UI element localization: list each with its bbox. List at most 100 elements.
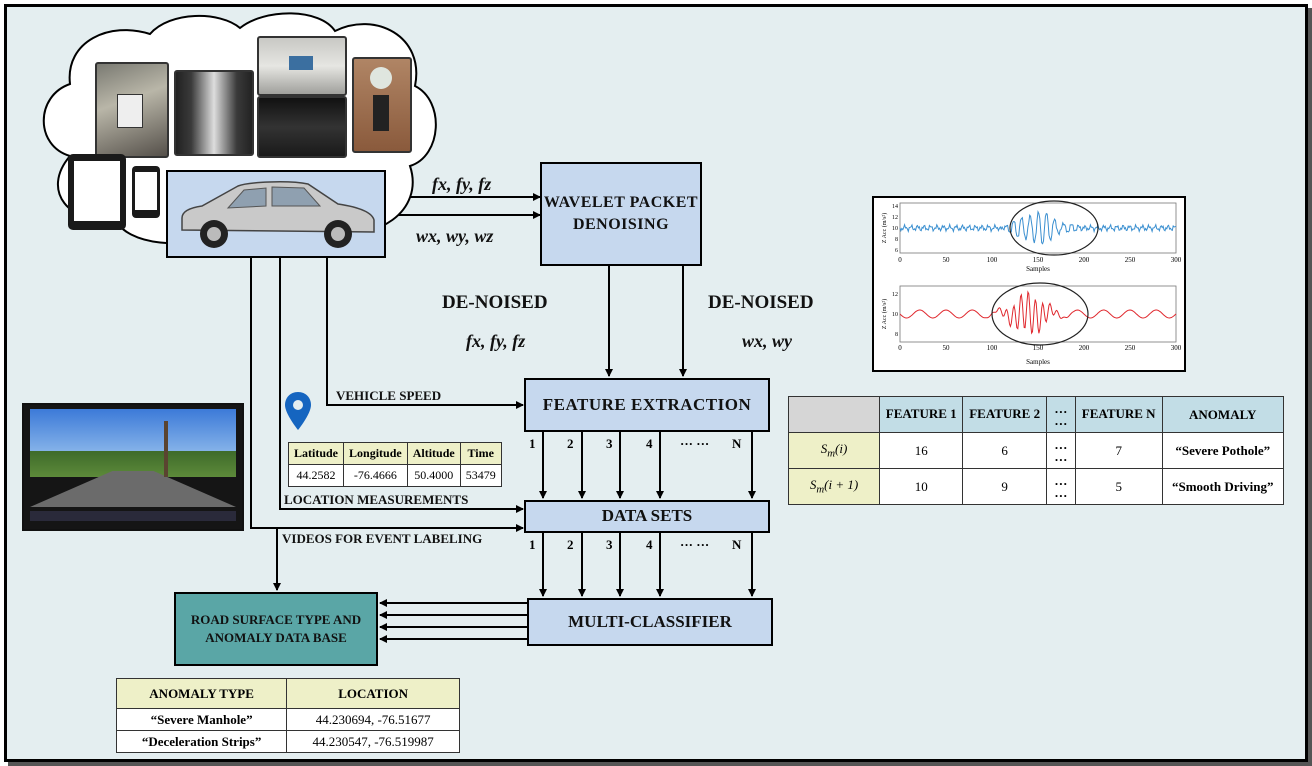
x-tick-label: 50: [943, 256, 951, 264]
y-tick-label: 10: [892, 226, 898, 232]
feature-cell: … …: [1045, 468, 1076, 505]
denoised-signal-line: [899, 290, 1177, 335]
feature-cell: … …: [1045, 432, 1076, 469]
gps-pin-icon: [285, 392, 311, 430]
y-tick-label: 8: [895, 237, 898, 243]
label-denoised-right-vars: wx, wy: [742, 331, 793, 351]
y-axis-label: Z Acc (m/s²): [881, 299, 888, 329]
x-tick-label: 150: [1033, 344, 1044, 352]
vehicle-box: [166, 170, 386, 258]
smartphone-icon: [132, 166, 160, 218]
label-location: LOCATION MEASUREMENTS: [284, 492, 469, 507]
channel-label: 2: [567, 436, 574, 451]
channel-label: ··· ···: [680, 537, 710, 552]
label-videos: VIDEOS FOR EVENT LABELING: [282, 531, 483, 546]
gps-cell: 53479: [459, 464, 502, 487]
anomaly-ellipse: [991, 282, 1089, 346]
feature-header: [788, 396, 880, 433]
channel-label: N: [732, 537, 742, 552]
anomaly-type-cell: “Severe Manhole”: [115, 708, 288, 731]
gps-table: Latitude Longitude Altitude Time 44.2582…: [287, 442, 502, 487]
label-forces: fx, fy, fz: [432, 174, 492, 194]
x-tick-label: 150: [1033, 256, 1044, 264]
table-row: Sm(i) 16 6 … … 7 “Severe Pothole”: [788, 432, 1284, 469]
gps-header: Latitude: [287, 442, 345, 465]
y-tick-label: 10: [892, 312, 898, 318]
label-denoised-left-vars: fx, fy, fz: [466, 331, 526, 351]
x-axis-label: Samples: [1026, 358, 1050, 366]
channel-label: 1: [529, 537, 536, 552]
anomaly-type-cell: “Deceleration Strips”: [115, 730, 288, 753]
x-tick-label: 100: [987, 344, 998, 352]
y-tick-label: 12: [892, 215, 898, 221]
channel-label: 1: [529, 436, 536, 451]
tablet-icon: [68, 154, 126, 230]
feature-cell: 7: [1074, 432, 1163, 469]
gps-header: Time: [459, 442, 502, 465]
feature-header: FEATURE 2: [962, 396, 1047, 433]
wavelet-denoising-node: WAVELET PACKET DENOISING: [540, 162, 702, 266]
channel-label: N: [732, 436, 742, 451]
x-axis-label: Samples: [1026, 265, 1050, 273]
anomaly-header: LOCATION: [286, 678, 460, 709]
x-tick-label: 250: [1125, 344, 1136, 352]
y-tick-label: 8: [895, 332, 898, 338]
anomaly-cell: “Smooth Driving”: [1161, 468, 1284, 505]
raw-signal-line: [899, 209, 1177, 245]
feature-extraction-node: FEATURE EXTRACTION: [524, 378, 770, 432]
feature-cell: 10: [878, 468, 964, 505]
x-tick-label: 200: [1079, 344, 1090, 352]
channel-label: 3: [606, 537, 613, 552]
x-tick-label: 250: [1125, 256, 1136, 264]
gps-cell: -76.4666: [343, 464, 408, 487]
multi-classifier-node: MULTI-CLASSIFIER: [527, 598, 773, 646]
anomaly-cell: “Severe Pothole”: [1161, 432, 1284, 469]
feature-header: … …: [1045, 396, 1076, 433]
anomaly-location-cell: 44.230547, -76.519987: [286, 730, 460, 753]
gps-cell: 44.2582: [287, 464, 345, 487]
y-tick-label: 6: [895, 248, 898, 254]
feature-table: FEATURE 1 FEATURE 2 … … FEATURE N ANOMAL…: [788, 396, 1284, 505]
x-tick-label: 300: [1171, 344, 1182, 352]
anomaly-ellipse: [1009, 200, 1099, 256]
row-label: Sm(i + 1): [788, 468, 880, 505]
x-tick-label: 0: [898, 256, 902, 264]
road-database-node: ROAD SURFACE TYPE AND ANOMALY DATA BASE: [174, 592, 378, 666]
feature-cell: 16: [878, 432, 964, 469]
denoised-signal-plot: [899, 282, 1177, 346]
anomaly-location-table: ANOMALY TYPE LOCATION “Severe Manhole” 4…: [115, 678, 460, 753]
channel-label: 3: [606, 436, 613, 451]
table-row: “Deceleration Strips” 44.230547, -76.519…: [115, 730, 460, 753]
raw-signal-plot: [899, 200, 1177, 256]
gps-header: Longitude: [343, 442, 408, 465]
x-tick-label: 300: [1171, 256, 1182, 264]
edge-videos: [250, 258, 524, 532]
y-tick-label: 12: [892, 292, 898, 298]
table-row: Sm(i + 1) 10 9 … … 5 “Smooth Driving”: [788, 468, 1284, 505]
road-video-photo: [22, 403, 244, 531]
feature-header: FEATURE 1: [878, 396, 964, 433]
x-tick-label: 0: [898, 344, 902, 352]
edge-location: [279, 258, 524, 513]
feature-header: ANOMALY: [1161, 396, 1284, 433]
label-denoised-left: DE-NOISED: [442, 292, 548, 313]
edge-vehicle-speed: [326, 258, 524, 409]
anomaly-location-cell: 44.230694, -76.51677: [286, 708, 460, 731]
x-tick-label: 100: [987, 256, 998, 264]
label-angular: wx, wy, wz: [416, 226, 494, 246]
feature-header: FEATURE N: [1074, 396, 1163, 433]
data-sets-node: DATA SETS: [524, 500, 770, 533]
channel-label: 4: [646, 537, 653, 552]
x-tick-label: 200: [1079, 256, 1090, 264]
y-tick-label: 14: [892, 204, 898, 210]
feature-cell: 6: [962, 432, 1047, 469]
row-label: Sm(i): [788, 432, 880, 469]
feature-cell: 5: [1074, 468, 1163, 505]
sensor-photo: [257, 36, 347, 96]
gps-header: Altitude: [406, 442, 461, 465]
sensor-photo: [257, 96, 347, 158]
channel-label: ··· ···: [680, 436, 710, 451]
gps-cell: 50.4000: [406, 464, 461, 487]
